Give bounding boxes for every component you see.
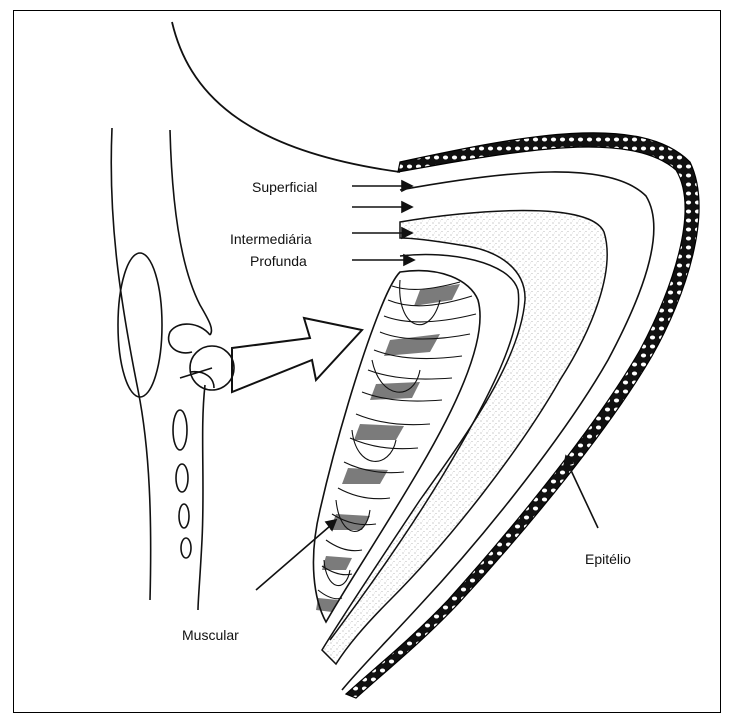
cartilage-1 bbox=[173, 410, 187, 450]
cartilage-3 bbox=[179, 504, 189, 528]
ventricular-fold bbox=[169, 324, 210, 353]
cartilage-2 bbox=[176, 464, 188, 492]
label-superficial: Superficial bbox=[252, 179, 317, 195]
label-epitelio: Epitélio bbox=[585, 551, 631, 567]
ventricle-outline bbox=[118, 253, 162, 397]
larynx-wall-left bbox=[111, 128, 150, 600]
label-muscular: Muscular bbox=[182, 627, 239, 643]
larynx-wall-right bbox=[198, 385, 205, 610]
magnify-arrow bbox=[232, 318, 362, 392]
upper-wall-curve bbox=[172, 22, 400, 172]
epitelio-arrow bbox=[568, 464, 598, 528]
label-intermediaria: Intermediária bbox=[230, 231, 312, 247]
vocal-fold-pointer bbox=[180, 368, 212, 378]
label-profunda: Profunda bbox=[250, 253, 307, 269]
larynx-wall-inner bbox=[170, 130, 212, 335]
cartilage-4 bbox=[181, 538, 191, 558]
